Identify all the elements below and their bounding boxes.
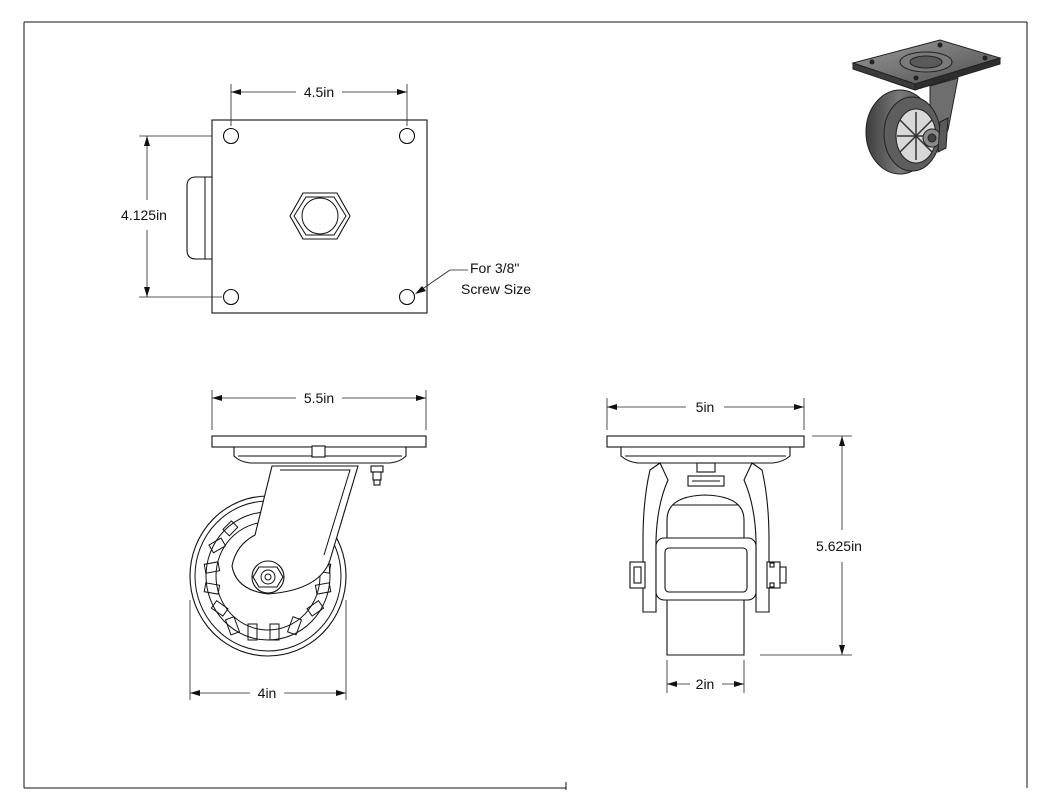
side-yoke-left (642, 462, 669, 613)
side-yoke-right (743, 462, 770, 613)
mount-hole (398, 288, 416, 306)
dim-side-wheel-width: 2in (696, 676, 715, 692)
dim-top-plate-height: 4.125in (121, 207, 167, 223)
dim-front-wheel-diameter: 4in (258, 685, 277, 701)
front-view: 5.5in 4in (189, 390, 427, 701)
dim-side-plate-width: 5in (696, 399, 715, 415)
kingpin-hex-nut (289, 192, 351, 240)
dim-top-plate-width: 4.5in (304, 84, 334, 100)
top-view: 4.5in 4.125in For 3/8" Screw Size (121, 84, 531, 314)
dim-side-overall-height: 5.625in (816, 538, 862, 554)
mount-hole (222, 127, 240, 145)
callout-line-2: Screw Size (461, 281, 531, 297)
callout-line-1: For 3/8" (470, 260, 519, 276)
dim-front-plate-width: 5.5in (304, 390, 334, 406)
side-view: 5in 5.625in 2in (606, 398, 862, 693)
front-top-plate (211, 435, 427, 448)
side-top-plate (606, 435, 805, 448)
isometric-caster-view (851, 39, 1002, 175)
sheet-border (23, 21, 1028, 790)
mount-hole (398, 127, 416, 145)
mount-hole (222, 288, 240, 306)
